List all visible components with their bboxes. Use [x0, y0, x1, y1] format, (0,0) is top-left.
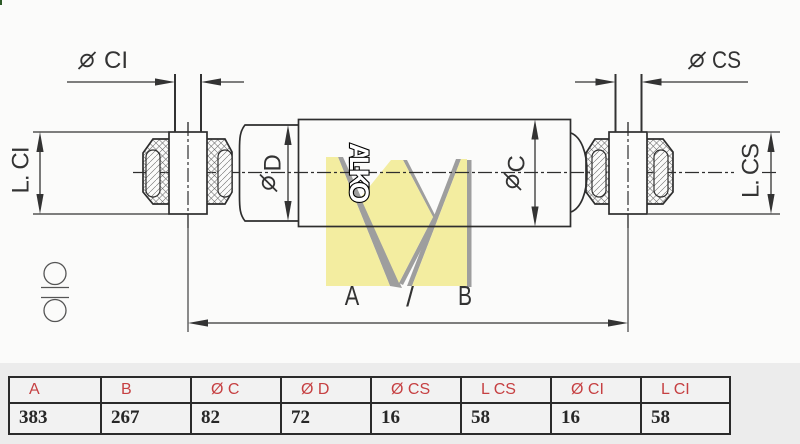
svg-text:D: D: [260, 154, 287, 171]
svg-text:/: /: [406, 281, 414, 312]
svg-text:CI: CI: [104, 47, 128, 74]
svg-text:L. CS: L. CS: [738, 143, 765, 198]
svg-text:C: C: [504, 155, 531, 172]
svg-text:AL-KO: AL-KO: [344, 143, 374, 203]
svg-text:CS: CS: [712, 47, 741, 74]
svg-text:B: B: [458, 280, 472, 311]
svg-text:L. CI: L. CI: [8, 147, 35, 194]
svg-text:A: A: [345, 280, 360, 311]
